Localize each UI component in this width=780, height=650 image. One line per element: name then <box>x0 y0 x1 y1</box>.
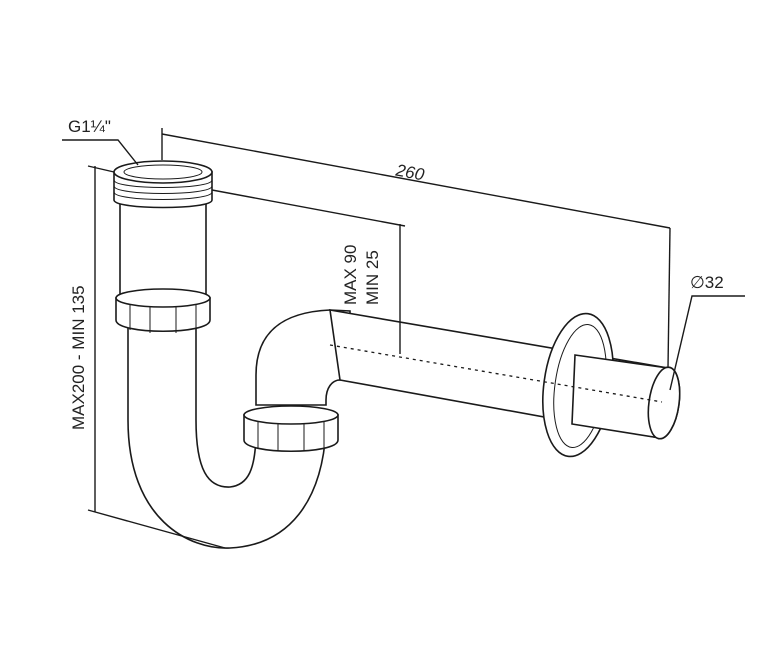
length-label: 260 <box>393 160 426 184</box>
lower-union-nut <box>243 405 339 453</box>
inlet-thread-collar <box>113 160 213 209</box>
thread-leader-line <box>62 139 139 166</box>
outlet-centerline <box>329 344 663 403</box>
siphon-pipe <box>113 160 681 549</box>
outlet-extension-top <box>211 189 406 227</box>
outlet-min-label: MIN 25 <box>363 250 382 305</box>
upper-union-nut <box>115 288 211 333</box>
u-bend <box>127 317 327 549</box>
thread-label: G1¼" <box>68 117 111 136</box>
outlet-max-label: MAX 90 <box>341 245 360 305</box>
height-label: MAX200 - MIN 135 <box>69 285 88 430</box>
diameter-leader-line <box>669 295 745 391</box>
diameter-label: ∅32 <box>690 273 724 292</box>
height-extension-bottom <box>87 509 226 549</box>
dimensions: G1¼" 260 MAX200 - MIN 135 MAX 90 MIN 25 … <box>62 117 745 549</box>
length-extension-right <box>667 227 671 369</box>
length-dimension-line <box>161 133 671 229</box>
height-extension-top <box>87 165 115 173</box>
